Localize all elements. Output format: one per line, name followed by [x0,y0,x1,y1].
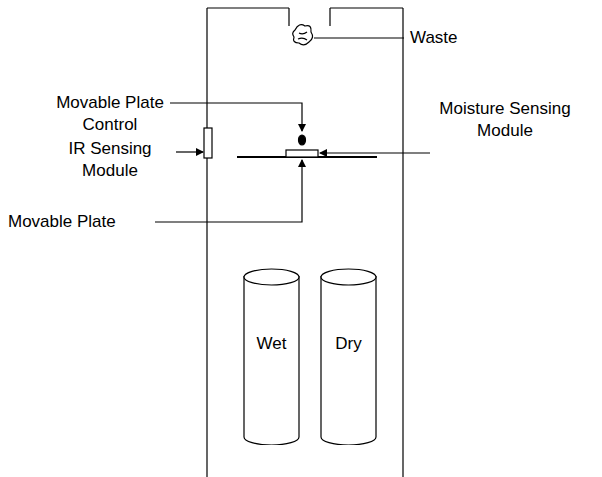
waste-item [293,25,313,45]
bin-top [330,7,403,8]
bin-cylinder: Wet [243,268,300,445]
leader-line [176,151,203,152]
cylinder-outline [243,268,300,445]
waste-label: Waste [410,27,490,49]
ir-module [204,128,212,158]
bin-top [207,7,289,8]
bin-label: Dry [320,334,377,354]
leader-line [314,37,404,38]
cylinder-outline [320,268,377,445]
bin-label: Wet [243,334,300,354]
leader-line [155,160,302,222]
plate-control [299,135,306,145]
bin-wall [402,8,403,477]
inlet-wall [288,8,289,26]
moisture-module [286,150,318,157]
leader-line [320,152,430,153]
ir-label: IR Sensing Module [45,138,175,182]
control-label: Movable Plate Control [40,92,180,136]
bin-cylinder: Dry [320,268,377,445]
plate-label: Movable Plate [8,211,158,233]
inlet-wall [329,8,330,26]
moisture-label: Moisture Sensing Module [430,98,580,142]
bin-wall [206,8,207,477]
leader-line [170,103,302,131]
